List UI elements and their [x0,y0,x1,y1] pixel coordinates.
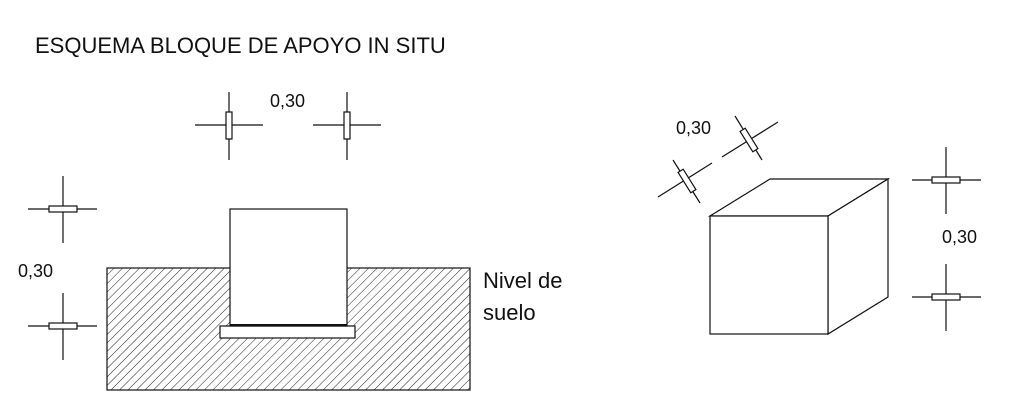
dimension-marker-right-bottom [912,264,981,331]
section-view: 0,30 0,30 Nivel de suelo [18,91,562,391]
cube-front-face [709,215,829,335]
dimension-marker-left-bottom [28,293,97,360]
dimension-marker-left-top [28,176,97,243]
dimension-marker-right-top [912,147,981,214]
dim-right-label: 0,30 [942,227,977,247]
ground-level-label-line2: suelo [483,300,536,325]
dimension-marker-top-right [313,92,381,160]
ground-level-label-line1: Nivel de [483,268,562,293]
diagram-title: ESQUEMA BLOQUE DE APOYO IN SITU [35,33,446,58]
dim-left-label: 0,30 [18,261,53,281]
base-plate [219,325,356,339]
iso-view: 0,30 0,30 [657,115,981,336]
dim-oblique-label: 0,30 [676,118,711,138]
dim-top-label: 0,30 [270,91,305,111]
dimension-marker-oblique [657,115,779,204]
support-block [229,208,348,327]
dimension-marker-top-left [195,92,263,160]
